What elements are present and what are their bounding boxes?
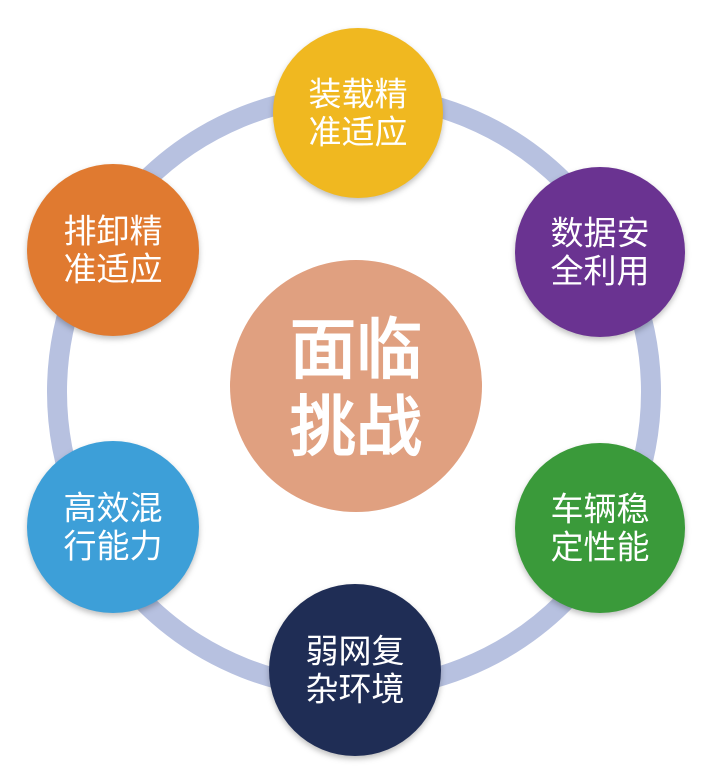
node-label-line-2: 杂环境 — [306, 670, 405, 709]
node-label-line-2: 行能力 — [64, 527, 163, 566]
node-label-line-1: 高效混 — [64, 489, 163, 528]
node-unloading: 排卸精 准适应 — [27, 164, 199, 336]
node-label-line-1: 弱网复 — [306, 632, 405, 671]
node-label-line-2: 定性能 — [551, 528, 650, 567]
node-circle — [269, 584, 441, 756]
node-vehicle-stability: 车辆稳 定性能 — [515, 443, 685, 613]
node-label-line-1: 装载精 — [309, 75, 408, 114]
node-label-line-1: 车辆稳 — [551, 490, 650, 529]
node-data-security: 数据安 全利用 — [515, 167, 685, 337]
node-label-line-1: 排卸精 — [64, 212, 163, 251]
node-mixed-traffic: 高效混 行能力 — [27, 441, 199, 613]
center-circle — [230, 260, 482, 512]
node-loading: 装载精 准适应 — [273, 28, 443, 198]
node-circle — [515, 167, 685, 337]
center-node: 面临 挑战 — [230, 260, 482, 512]
node-circle — [515, 443, 685, 613]
node-circle — [27, 441, 199, 613]
node-complex-env: 弱网复 杂环境 — [269, 584, 441, 756]
center-label-line-2: 挑战 — [290, 389, 422, 466]
node-circle — [27, 164, 199, 336]
node-label-line-2: 全利用 — [551, 252, 650, 291]
center-label-line-1: 面临 — [290, 312, 422, 389]
node-circle — [273, 28, 443, 198]
node-label-line-2: 准适应 — [64, 250, 163, 289]
node-label-line-2: 准适应 — [309, 113, 408, 152]
node-label-line-1: 数据安 — [551, 214, 650, 253]
